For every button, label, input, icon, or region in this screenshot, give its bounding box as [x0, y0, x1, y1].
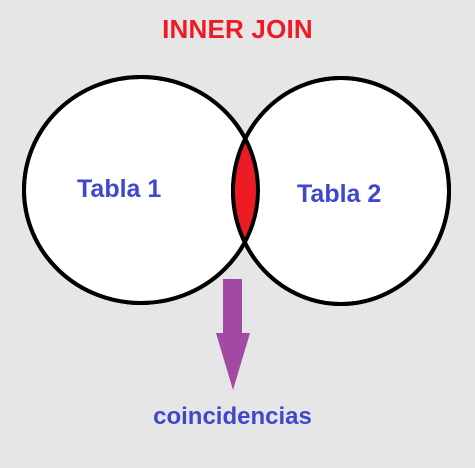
- result-label: coincidencias: [153, 403, 312, 430]
- right-set-label: Tabla 2: [297, 180, 382, 208]
- down-arrow: [216, 279, 250, 390]
- diagram-title: INNER JOIN: [162, 14, 313, 44]
- left-set-outline: [22, 75, 260, 305]
- left-set-label: Tabla 1: [77, 175, 162, 203]
- right-set-outline: [231, 76, 451, 306]
